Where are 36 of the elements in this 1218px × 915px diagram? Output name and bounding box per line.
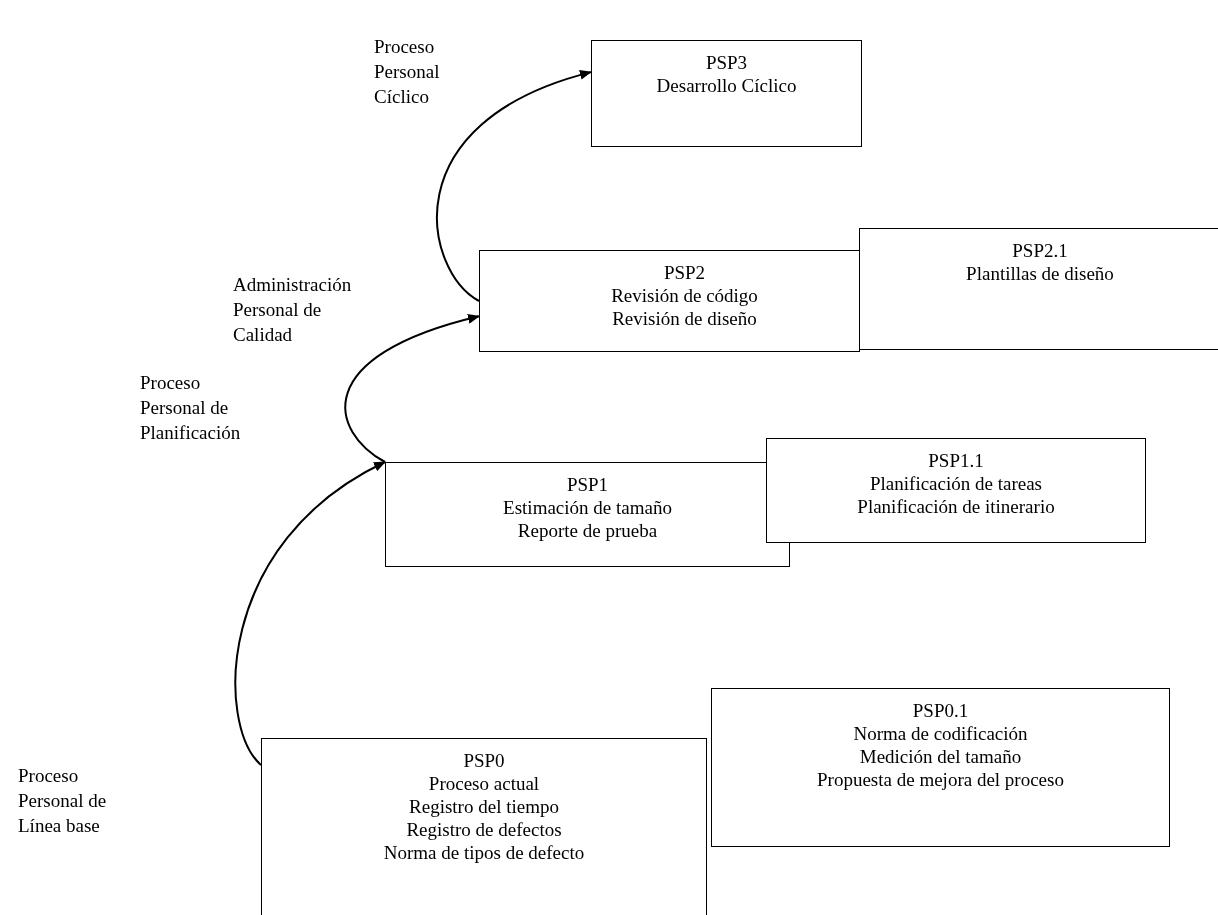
practice-text: Planificación de itinerario: [857, 495, 1055, 518]
level-title: PSP0.1: [912, 699, 969, 722]
process-box: [591, 40, 862, 147]
practice-text: Norma de tipos de defecto: [383, 841, 585, 864]
curved-arrow: [234, 461, 386, 766]
practice-text: Proceso actual: [428, 772, 540, 795]
phase-label: Administración Personal de Calidad: [233, 273, 353, 347]
practice-text: Revisión de diseño: [612, 307, 757, 330]
practice-text: Plantillas de diseño: [966, 262, 1114, 285]
level-title: PSP3: [705, 51, 748, 74]
process-box: [385, 462, 790, 567]
phase-label: Proceso Personal de Planificación: [140, 371, 242, 445]
curved-arrow: [344, 314, 480, 463]
practice-text: Norma de codificación: [853, 722, 1028, 745]
practice-text: Revisión de código: [611, 284, 758, 307]
level-title: PSP1: [566, 473, 609, 496]
level-title: PSP1.1: [928, 449, 984, 472]
curved-arrow: [435, 70, 592, 302]
phase-label: Proceso Personal Cíclico: [374, 35, 441, 109]
process-box: [766, 438, 1146, 543]
practice-text: Estimación de tamaño: [503, 496, 672, 519]
practice-text: Desarrollo Cíclico: [656, 74, 797, 97]
level-title: PSP2.1: [1012, 239, 1068, 262]
process-box: [711, 688, 1170, 847]
practice-text: Reporte de prueba: [517, 519, 658, 542]
level-title: PSP2: [663, 261, 706, 284]
practice-text: Registro de defectos: [406, 818, 562, 841]
process-box: [261, 738, 707, 915]
practice-text: Registro del tiempo: [409, 795, 559, 818]
phase-label: Proceso Personal de Línea base: [18, 764, 108, 838]
process-box: [479, 250, 860, 352]
practice-text: Planificación de tareas: [870, 472, 1042, 495]
practice-text: Propuesta de mejora del proceso: [817, 768, 1064, 791]
process-box: [859, 228, 1218, 350]
level-title: PSP0: [463, 749, 505, 772]
practice-text: Medición del tamaño: [859, 745, 1022, 768]
